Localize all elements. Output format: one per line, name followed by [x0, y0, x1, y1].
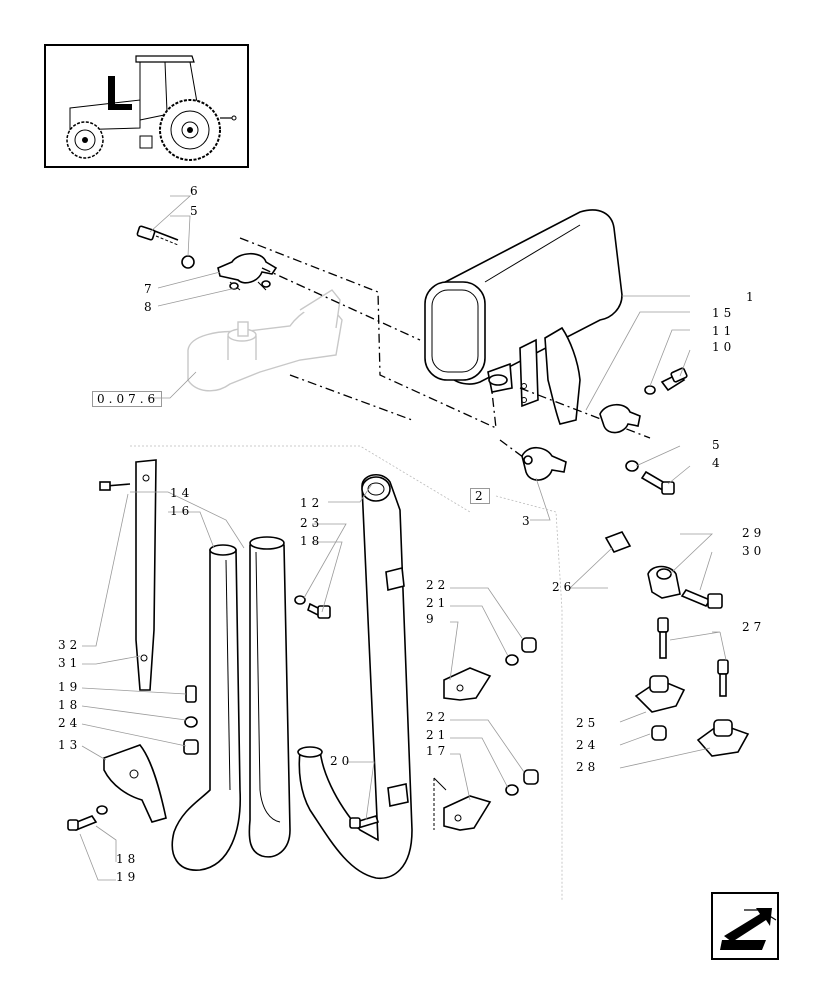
pipe-bracket	[67, 744, 167, 831]
callout-18-middle[interactable]: 18	[300, 534, 324, 548]
exhaust-pipe-left	[171, 536, 291, 871]
callout-26[interactable]: 26	[552, 580, 576, 594]
callout-16[interactable]: 16	[170, 504, 194, 518]
callout-8[interactable]: 8	[144, 300, 156, 314]
callout-5-right[interactable]: 5	[712, 438, 724, 452]
callout-19-bottom[interactable]: 19	[116, 870, 140, 884]
callout-1[interactable]: 1	[746, 290, 758, 304]
callout-32[interactable]: 32	[58, 638, 82, 652]
callout-6[interactable]: 6	[190, 184, 202, 198]
callout-18-bottom[interactable]: 18	[116, 852, 140, 866]
callout-7[interactable]: 7	[144, 282, 156, 296]
callout-22-lower[interactable]: 22	[426, 710, 450, 724]
tail-pipe-stack	[297, 474, 413, 879]
callout-17[interactable]: 17	[426, 744, 450, 758]
callout-25[interactable]: 25	[576, 716, 600, 730]
callout-3[interactable]: 3	[522, 514, 534, 528]
callout-2[interactable]: 2	[470, 488, 490, 504]
callout-21-upper[interactable]: 21	[426, 596, 450, 610]
leader-lines	[79, 195, 727, 900]
rubber-mounts	[634, 675, 750, 757]
middle-fastener	[294, 595, 331, 619]
callout-24-left[interactable]: 24	[58, 716, 82, 730]
callout-27[interactable]: 27	[742, 620, 766, 634]
centerline-d	[499, 439, 536, 467]
callout-9[interactable]: 9	[426, 612, 438, 626]
muffler-clamp-lower	[521, 446, 675, 495]
callout-15[interactable]: 15	[712, 306, 736, 320]
upper-clamp	[136, 225, 278, 291]
centerline-a	[239, 237, 497, 430]
tractor-thumbnail-icon[interactable]	[44, 44, 249, 168]
mount-bolts	[657, 617, 729, 697]
back-arrow-icon[interactable]	[711, 892, 779, 960]
callout-28[interactable]: 28	[576, 760, 600, 774]
callout-29[interactable]: 29	[742, 526, 766, 540]
centerline-c	[289, 374, 413, 421]
callout-22-upper[interactable]: 22	[426, 578, 450, 592]
centerline-e	[519, 387, 651, 439]
callout-23[interactable]: 23	[300, 516, 324, 530]
support-clamp	[647, 565, 723, 609]
callout-13[interactable]: 13	[58, 738, 82, 752]
bracket-lower-right	[443, 769, 539, 831]
callout-14[interactable]: 14	[170, 486, 194, 500]
callout-30[interactable]: 30	[742, 544, 766, 558]
callout-19-left[interactable]: 19	[58, 680, 82, 694]
reference-0-07-6[interactable]: 0.07.6	[92, 391, 163, 407]
exhaust-manifold-ghost	[187, 289, 343, 392]
pin	[604, 531, 632, 553]
callout-18-left[interactable]: 18	[58, 698, 82, 712]
callout-12[interactable]: 12	[300, 496, 324, 510]
callout-31[interactable]: 31	[58, 656, 82, 670]
callout-20[interactable]: 20	[330, 754, 354, 768]
callout-24-right[interactable]: 24	[576, 738, 600, 752]
callout-5-top[interactable]: 5	[190, 204, 202, 218]
callout-21-lower[interactable]: 21	[426, 728, 450, 742]
callout-4[interactable]: 4	[712, 456, 724, 470]
bracket-upper-right	[443, 637, 537, 701]
callout-10[interactable]: 10	[712, 340, 736, 354]
muffler	[424, 209, 623, 425]
callout-11[interactable]: 11	[712, 324, 736, 338]
muffler-clamp-right	[599, 367, 688, 434]
heat-guard-strap	[99, 459, 157, 691]
small-fasteners-left	[183, 685, 199, 755]
